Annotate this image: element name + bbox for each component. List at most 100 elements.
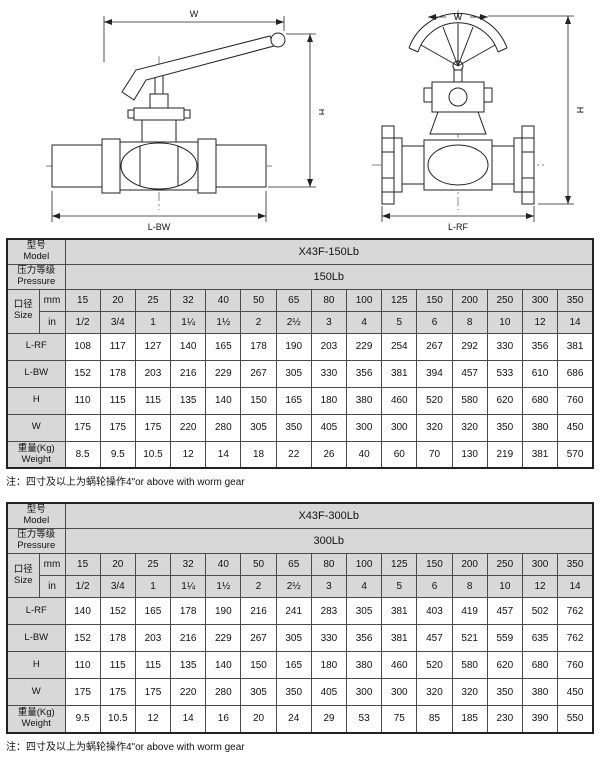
data-value: 12 — [134, 705, 172, 734]
size-value: 6 — [416, 575, 453, 599]
size-value: 200 — [451, 553, 488, 577]
data-value: 135 — [170, 386, 207, 415]
size-value: 2½ — [275, 310, 312, 334]
data-value: 330 — [310, 624, 348, 653]
size-value: 10 — [486, 310, 523, 334]
data-value: 280 — [205, 413, 242, 442]
data-value: 165 — [205, 332, 242, 361]
size-value: 40 — [205, 288, 242, 312]
data-value: 9.5 — [64, 705, 101, 734]
data-value: 305 — [275, 624, 312, 653]
data-value: 350 — [275, 678, 312, 707]
size-value: 100 — [345, 288, 383, 312]
data-value: 12 — [170, 440, 207, 469]
data-value: 460 — [381, 651, 418, 680]
unit-label-in: in — [38, 575, 66, 599]
dim-label-h: H — [575, 107, 585, 114]
size-value: 125 — [381, 288, 418, 312]
data-value: 620 — [486, 651, 523, 680]
data-value: 178 — [170, 597, 207, 626]
row-label-Kg: 重量(Kg)Weight — [6, 705, 66, 734]
data-value: 10.5 — [99, 705, 136, 734]
data-value: 356 — [345, 624, 383, 653]
unit-label-in: in — [38, 310, 66, 334]
data-value: 115 — [99, 651, 136, 680]
data-value: 203 — [134, 624, 172, 653]
data-value: 230 — [486, 705, 523, 734]
data-value: 110 — [64, 651, 101, 680]
handwheel-group — [408, 12, 508, 72]
data-value: 150 — [240, 651, 277, 680]
data-value: 130 — [451, 440, 488, 469]
valve-drawing-worm-gear: W H L-RF — [372, 10, 585, 232]
size-value: 350 — [557, 288, 594, 312]
bonnet-group — [127, 71, 191, 143]
data-value: 175 — [99, 678, 136, 707]
dim-label-lbw: L-BW — [148, 222, 171, 232]
data-value: 580 — [451, 386, 488, 415]
row-label-W: W — [6, 678, 66, 707]
data-value: 9.5 — [99, 440, 136, 469]
data-value: 381 — [381, 359, 418, 388]
size-value: 80 — [310, 553, 348, 577]
valve-drawings: W H L-BW — [0, 0, 600, 234]
data-value: 300 — [345, 678, 383, 707]
data-value: 356 — [345, 359, 383, 388]
data-value: 115 — [99, 386, 136, 415]
size-value: 300 — [521, 288, 559, 312]
dimension-w: W — [428, 12, 488, 22]
data-value: 152 — [64, 359, 101, 388]
data-value: 127 — [134, 332, 172, 361]
data-value: 292 — [451, 332, 488, 361]
data-value: 175 — [134, 678, 172, 707]
data-value: 26 — [310, 440, 348, 469]
size-value: 15 — [64, 288, 101, 312]
size-value: 1/2 — [64, 310, 101, 334]
size-value: 3/4 — [99, 575, 136, 599]
data-value: 241 — [275, 597, 312, 626]
valve-drawing-lever: W H L-BW — [46, 9, 324, 232]
data-value: 620 — [486, 386, 523, 415]
size-value: 100 — [345, 553, 383, 577]
data-value: 115 — [134, 386, 172, 415]
size-value: 300 — [521, 553, 559, 577]
lever-handle-group — [121, 32, 286, 101]
data-value: 300 — [345, 413, 383, 442]
data-value: 762 — [557, 624, 594, 653]
data-value: 680 — [521, 651, 559, 680]
row-label-LRF: L-RF — [6, 597, 66, 626]
size-value: 12 — [521, 310, 559, 334]
data-value: 8.5 — [64, 440, 101, 469]
dimension-h: H — [488, 15, 585, 205]
data-value: 180 — [310, 386, 348, 415]
data-value: 450 — [557, 678, 594, 707]
data-value: 305 — [240, 413, 277, 442]
data-value: 381 — [381, 624, 418, 653]
size-value: 50 — [240, 288, 277, 312]
data-value: 380 — [345, 651, 383, 680]
data-value: 20 — [240, 705, 277, 734]
size-value: 15 — [64, 553, 101, 577]
size-value: 32 — [170, 288, 207, 312]
data-value: 229 — [205, 624, 242, 653]
size-value: 80 — [310, 288, 348, 312]
dim-label-w: W — [190, 9, 199, 19]
data-value: 75 — [381, 705, 418, 734]
data-value: 381 — [521, 440, 559, 469]
size-value: 200 — [451, 288, 488, 312]
data-value: 152 — [64, 624, 101, 653]
lever-knob — [270, 32, 286, 48]
row-label-H: H — [6, 386, 66, 415]
data-value: 175 — [64, 678, 101, 707]
data-value: 380 — [521, 678, 559, 707]
unit-label-mm: mm — [38, 553, 66, 577]
size-value: 32 — [170, 553, 207, 577]
data-value: 140 — [64, 597, 101, 626]
data-value: 216 — [240, 597, 277, 626]
size-value: 2½ — [275, 575, 312, 599]
data-value: 110 — [64, 386, 101, 415]
data-value: 762 — [557, 597, 594, 626]
data-value: 533 — [486, 359, 523, 388]
data-value: 405 — [310, 413, 348, 442]
gearbox-group — [423, 69, 493, 135]
